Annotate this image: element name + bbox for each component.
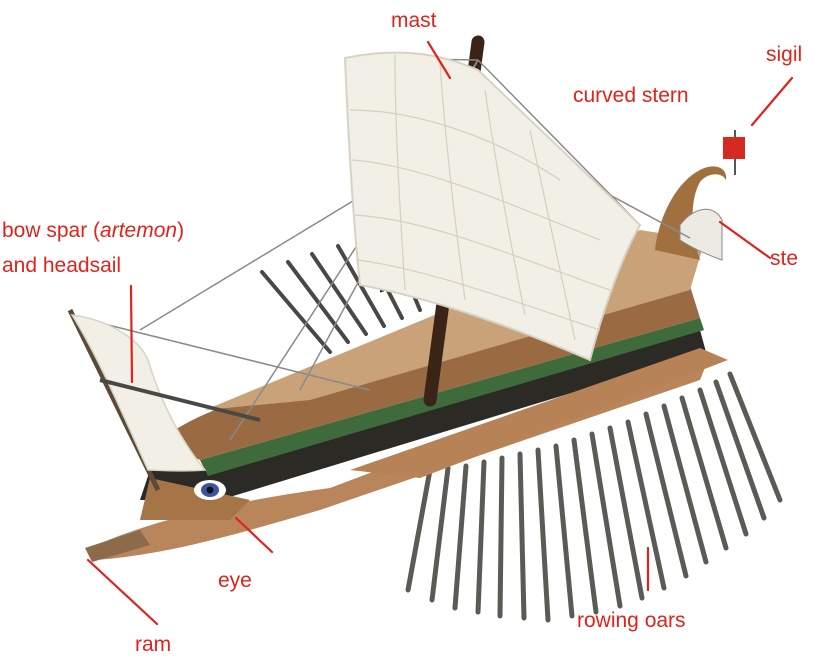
label-curved-stern: curved stern (573, 83, 689, 109)
leader-steering (720, 222, 770, 258)
label-steering: ste (770, 246, 798, 272)
sigil (723, 130, 745, 175)
eye-icon (194, 480, 226, 500)
leader-sigil (752, 78, 792, 125)
label-bow-spar-prefix: bow spar ( (2, 219, 100, 242)
label-mast: mast (391, 8, 437, 34)
label-rowing-oars: rowing oars (577, 608, 686, 634)
label-headsail: and headsail (2, 253, 121, 279)
hull (90, 286, 708, 560)
label-bow-spar-italic: artemon (100, 219, 177, 242)
label-sigil: sigil (766, 42, 802, 68)
headsail (72, 315, 205, 471)
label-ram: ram (135, 632, 171, 658)
label-eye: eye (218, 568, 252, 594)
label-bow-spar: bow spar (artemon) (2, 218, 184, 244)
label-bow-spar-suffix: ) (177, 219, 184, 242)
leader-headsail (131, 286, 132, 382)
leader-ram (88, 560, 157, 624)
